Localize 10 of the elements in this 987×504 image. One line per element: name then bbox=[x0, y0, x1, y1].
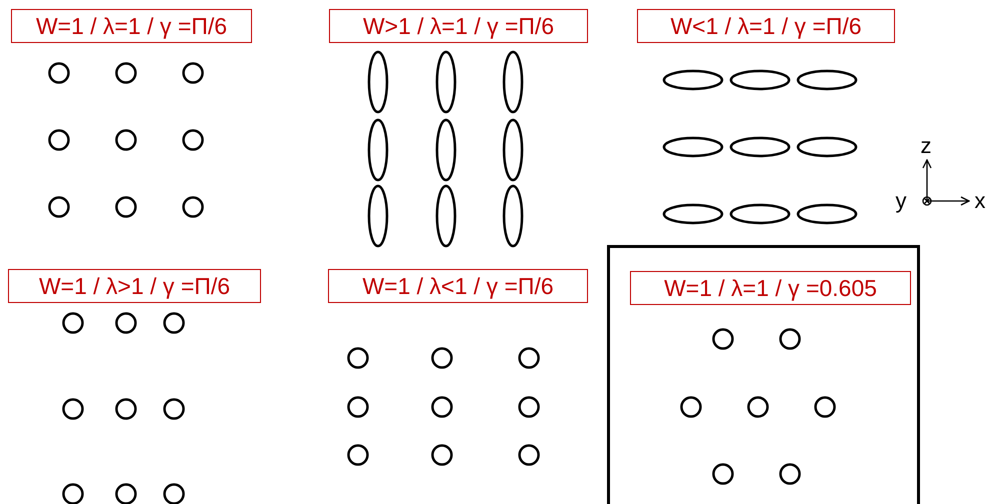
title-box: W>1 / λ=1 / γ =Π/6 bbox=[329, 9, 588, 43]
axis-label: x bbox=[974, 190, 986, 212]
title-box: W=1 / λ<1 / γ =Π/6 bbox=[328, 269, 588, 303]
title-box: W=1 / λ>1 / γ =Π/6 bbox=[8, 269, 261, 303]
title-box: W=1 / λ=1 / γ =Π/6 bbox=[11, 9, 252, 43]
axis-label: z bbox=[920, 135, 932, 157]
title-box: W=1 / λ=1 / γ =0.605 bbox=[630, 271, 911, 305]
axis-label: y bbox=[896, 190, 906, 212]
title-box: W<1 / λ=1 / γ =Π/6 bbox=[637, 9, 895, 43]
frame-box bbox=[607, 245, 920, 504]
